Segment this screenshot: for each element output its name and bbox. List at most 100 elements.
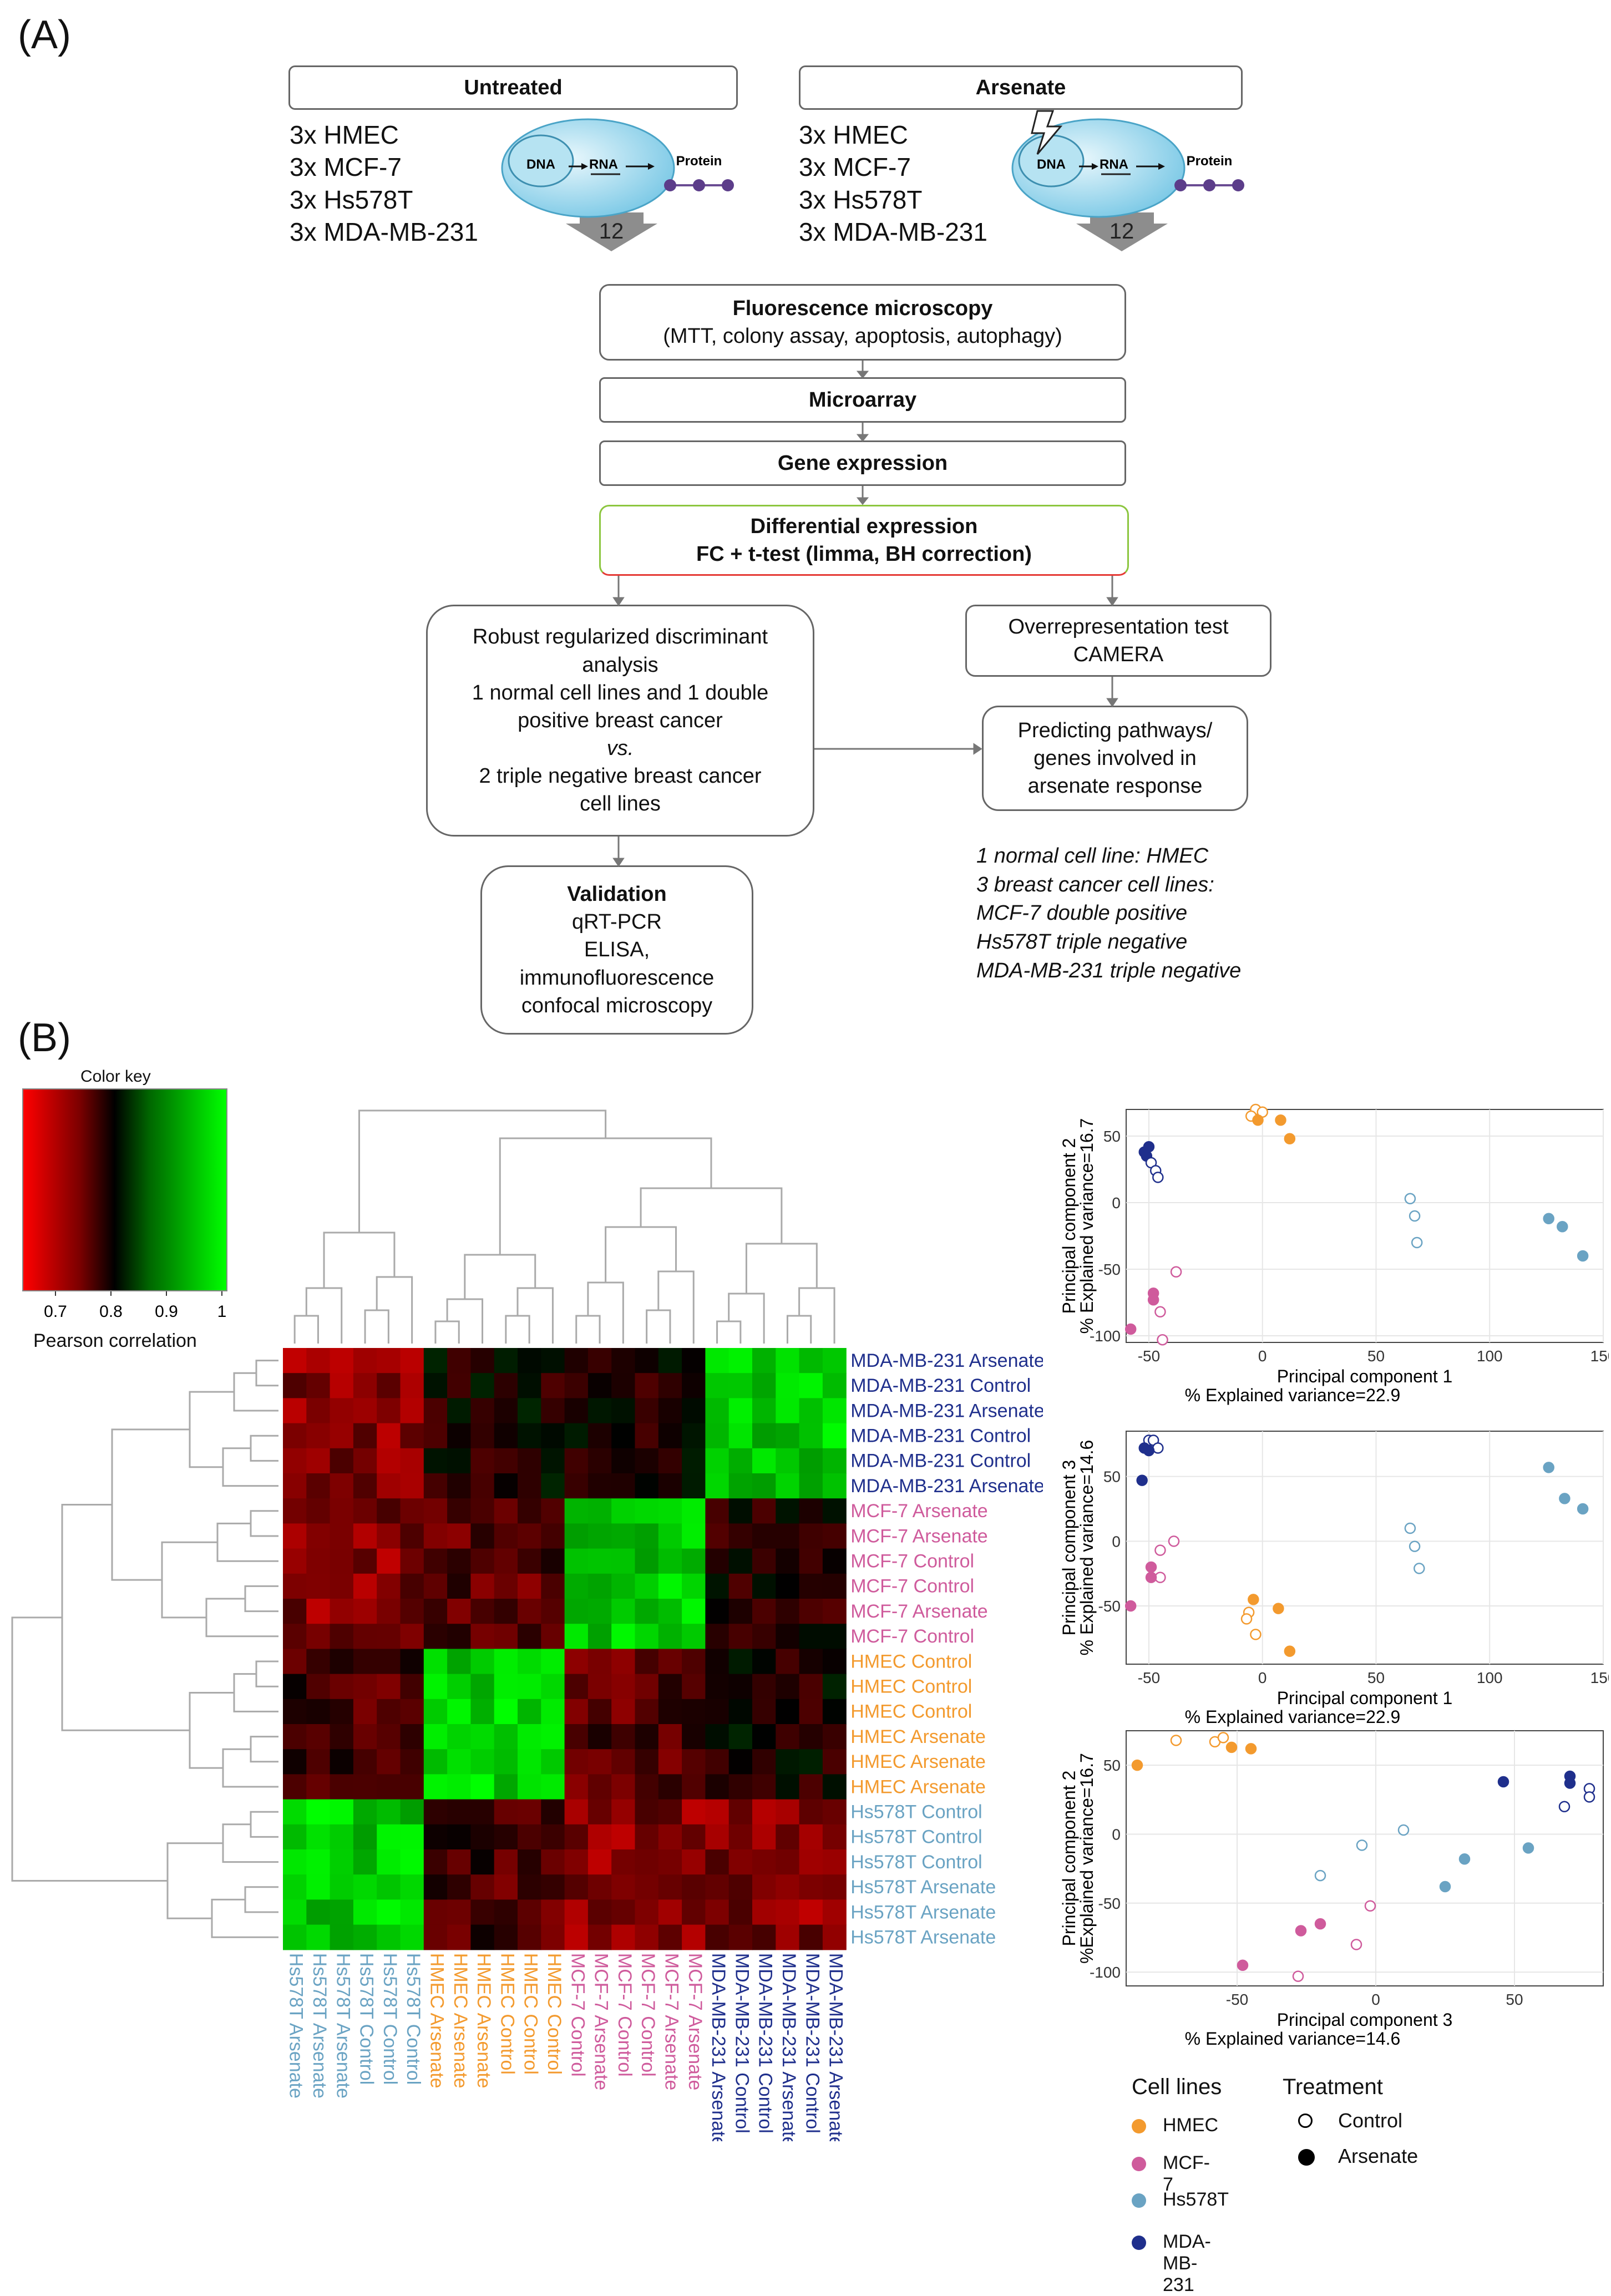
heatmap-cell (564, 1699, 589, 1725)
heatmap-cell (611, 1724, 636, 1750)
heatmap-cell (728, 1548, 753, 1574)
heatmap-cell (377, 1498, 401, 1524)
heatmap-cell (494, 1498, 518, 1524)
heatmap-row-label: HMEC Control (850, 1701, 972, 1722)
heatmap-cell (470, 1674, 495, 1700)
heatmap-cell (611, 1849, 636, 1875)
heatmap-cell (353, 1674, 377, 1700)
heatmap-cell (494, 1724, 518, 1750)
mcf7-dot-icon (1132, 2157, 1146, 2171)
heatmap-cell (564, 1523, 589, 1549)
heatmap-cell (377, 1523, 401, 1549)
heatmap-cell (635, 1423, 659, 1449)
pca-point (1409, 1210, 1421, 1222)
pca-point (1404, 1193, 1416, 1205)
pca-point (1154, 1544, 1166, 1556)
heatmap-cell (353, 1849, 377, 1875)
heatmap-cell (822, 1674, 847, 1700)
heatmap-cell (776, 1448, 800, 1474)
heatmap-cell (635, 1799, 659, 1825)
heatmap-cell (353, 1448, 377, 1474)
note-4: Hs578T triple negative (976, 930, 1188, 954)
heatmap-cell (423, 1624, 448, 1649)
heatmap-cell (330, 1749, 354, 1775)
heatmap-cell (306, 1573, 331, 1599)
heatmap-cell (635, 1724, 659, 1750)
heatmap-cell (587, 1423, 612, 1449)
heatmap-cell (705, 1373, 729, 1398)
heatmap-cell (541, 1573, 565, 1599)
heatmap-cell (752, 1699, 776, 1725)
heatmap-cell (423, 1674, 448, 1700)
heatmap-row-label: Hs578T Arsenate (850, 1877, 996, 1898)
x-tick-label: 0 (1258, 1669, 1267, 1686)
heatmap-cell (682, 1649, 706, 1675)
heatmap-cell (470, 1423, 495, 1449)
untreated-dna-label: DNA (526, 157, 555, 172)
heatmap-cell (658, 1548, 682, 1574)
legend-arsenate-label: Arsenate (1338, 2145, 1419, 2167)
heatmap-cell (447, 1874, 471, 1900)
heatmap-cell (377, 1649, 401, 1675)
heatmap-cell (635, 1699, 659, 1725)
heatmap-cell (658, 1599, 682, 1624)
heatmap-cell (799, 1523, 823, 1549)
heatmap-cell (799, 1573, 823, 1599)
heatmap-cell (682, 1473, 706, 1499)
heatmap-cell (682, 1423, 706, 1449)
heatmap-cell (799, 1724, 823, 1750)
heatmap-cell (353, 1548, 377, 1574)
rrda-box: Robust regularized discriminant analysis… (426, 605, 814, 837)
pca-point (1168, 1535, 1180, 1547)
heatmap-cell (400, 1674, 424, 1700)
heatmap-cell (400, 1624, 424, 1649)
legend-treatment-title: Treatment (1283, 2075, 1383, 2099)
heatmap-cell (518, 1799, 541, 1825)
heatmap-cell (541, 1774, 565, 1800)
pca-point (1559, 1493, 1571, 1504)
heatmap-cell (564, 1799, 589, 1825)
panel-b-label: (B) (18, 1016, 71, 1060)
heatmap-cell (518, 1874, 541, 1900)
heatmap-cell (776, 1498, 800, 1524)
heatmap-cell (400, 1724, 424, 1750)
heatmap-cell (470, 1649, 495, 1675)
heatmap-row-label: MCF-7 Arsenate (850, 1601, 988, 1622)
heatmap-cell (799, 1749, 823, 1775)
heatmap-cell (283, 1674, 307, 1700)
heatmap-cell (447, 1348, 471, 1373)
pca-point (1522, 1842, 1534, 1854)
x-tick-label: 150 (1590, 1669, 1609, 1686)
heatmap-cell (564, 1373, 589, 1398)
heatmap-cell (658, 1849, 682, 1875)
heatmap-cell (658, 1899, 682, 1925)
heatmap-cell (776, 1799, 800, 1825)
pca-point (1439, 1881, 1451, 1893)
heatmap-cell (400, 1473, 424, 1499)
x-tick-label: 100 (1477, 1347, 1503, 1365)
heatmap-cell (518, 1398, 541, 1424)
heatmap-row-label: MDA-MB-231 Control (850, 1426, 1031, 1447)
y-axis-label: Principal component 2 (1059, 1138, 1079, 1314)
heatmap-cell (541, 1473, 565, 1499)
x-tick-label: 150 (1590, 1347, 1609, 1365)
heatmap-cell (776, 1924, 800, 1950)
heatmap-cell (776, 1573, 800, 1599)
heatmap-cell (728, 1724, 753, 1750)
heatmap-cell (447, 1373, 471, 1398)
heatmap-cell (447, 1799, 471, 1825)
arsenate-protein-label: Protein (1187, 154, 1233, 169)
heatmap-cell (658, 1498, 682, 1524)
heatmap-cell (306, 1849, 331, 1875)
heatmap-cell (423, 1373, 448, 1398)
heatmap-cell (353, 1373, 377, 1398)
heatmap-cell (822, 1799, 847, 1825)
y-tick-label: -50 (1098, 1895, 1121, 1912)
x-tick-label: 50 (1506, 1991, 1523, 2008)
heatmap-cell (822, 1523, 847, 1549)
heatmap-cell (752, 1373, 776, 1398)
heatmap-cell (423, 1749, 448, 1775)
